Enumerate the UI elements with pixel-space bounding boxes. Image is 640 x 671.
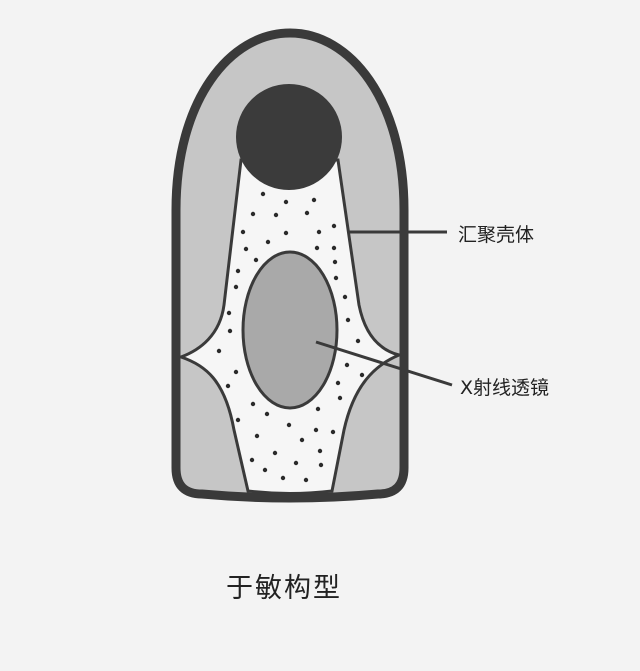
foam-dot <box>262 467 268 473</box>
foam-dot <box>314 245 320 251</box>
foam-dot <box>333 275 339 281</box>
foam-dot <box>317 448 323 454</box>
foam-dot <box>293 460 299 466</box>
foam-dot <box>332 259 338 265</box>
primary-sphere <box>236 84 342 190</box>
foam-dot <box>249 457 255 463</box>
foam-dot <box>265 239 271 245</box>
foam-particles <box>216 191 365 483</box>
shell-label: 汇聚壳体 <box>458 224 535 246</box>
foam-dot <box>337 395 343 401</box>
foam-dot <box>316 229 322 235</box>
foam-dot <box>335 380 341 386</box>
foam-dot <box>313 427 319 433</box>
foam-dot <box>299 437 305 443</box>
foam-dot <box>331 245 337 251</box>
foam-dot <box>260 191 266 197</box>
foam-dot <box>240 229 246 235</box>
foam-dot <box>253 257 259 263</box>
foam-dot <box>272 450 278 456</box>
foam-dot <box>304 210 310 216</box>
foam-dot <box>355 338 361 344</box>
foam-dot <box>315 406 321 412</box>
foam-dot <box>331 223 337 229</box>
foam-dot <box>226 310 232 316</box>
foam-dot <box>225 383 231 389</box>
foam-dot <box>227 328 233 334</box>
lens-leader-line <box>315 340 453 387</box>
foam-dot <box>250 211 256 217</box>
foam-dot <box>330 429 336 435</box>
foam-dot <box>345 317 351 323</box>
secondary-ellipse <box>241 250 339 410</box>
foam-dot <box>216 348 222 354</box>
foam-dot <box>286 422 292 428</box>
foam-dot <box>243 246 249 252</box>
foam-dot <box>283 230 289 236</box>
foam-dot <box>235 417 241 423</box>
foam-dot <box>233 284 239 290</box>
foam-dot <box>344 362 350 368</box>
diagram-title: 于敏构型 <box>226 573 342 604</box>
foam-dot <box>280 475 286 481</box>
foam-dot <box>359 372 365 378</box>
foam-dot <box>273 212 279 218</box>
foam-dot <box>233 369 239 375</box>
foam-dot <box>235 268 241 274</box>
foam-dot <box>303 477 309 483</box>
foam-dot <box>342 294 348 300</box>
foam-dot <box>318 462 324 468</box>
foam-dot <box>254 433 260 439</box>
foam-dot <box>264 411 270 417</box>
foam-dot <box>250 401 256 407</box>
foam-dot <box>311 197 317 203</box>
lens-label: X射线透镜 <box>460 377 550 399</box>
foam-dot <box>283 199 289 205</box>
